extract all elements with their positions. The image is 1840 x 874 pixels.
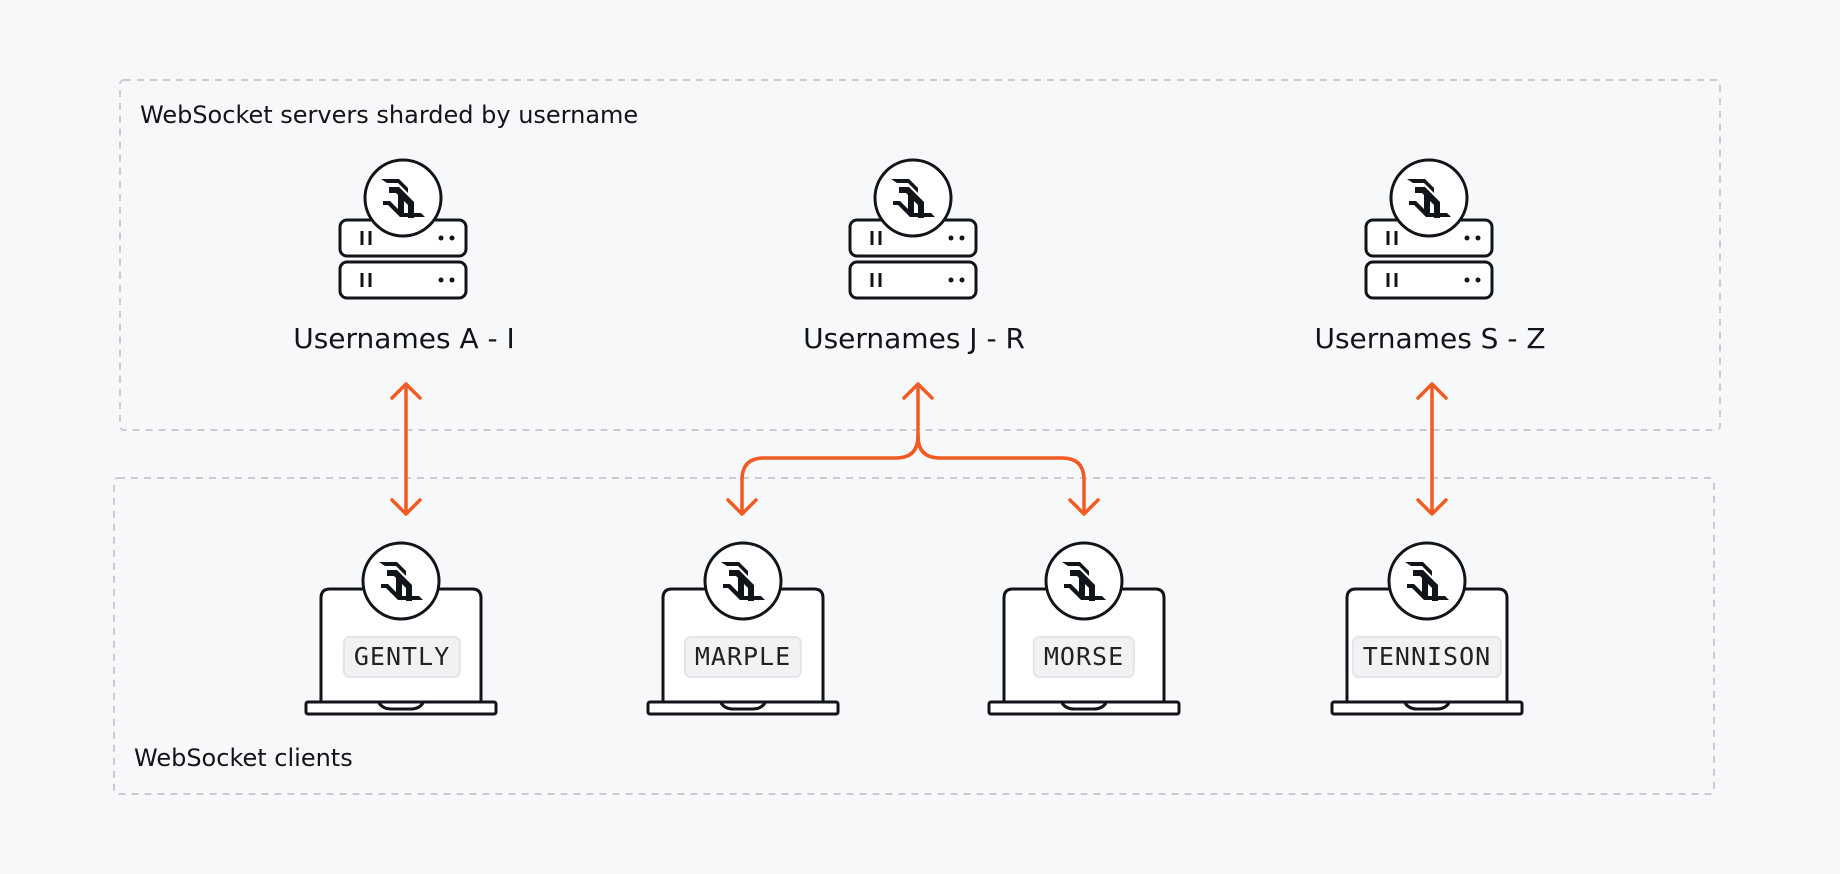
server-label-j-r: Usernames J - R (803, 322, 1025, 355)
websocket-logo-icon-server-a-i (363, 158, 443, 238)
server-label-a-i: Usernames A - I (293, 322, 515, 355)
server-rack-icon-s-z (1364, 158, 1494, 300)
arrow-tennison-s-z (1416, 382, 1448, 516)
client-name-morse: MORSE (1032, 636, 1136, 678)
server-rack-icon-j-r (848, 158, 978, 300)
clients-group-box (113, 477, 1715, 795)
client-name-marple: MARPLE (683, 636, 803, 678)
server-label-s-z: Usernames S - Z (1314, 322, 1546, 355)
server-rack-icon-a-i (338, 158, 468, 300)
websocket-logo-icon-client-gently (361, 541, 441, 621)
websocket-logo-icon-server-j-r (873, 158, 953, 238)
laptop-icon-gently (304, 541, 498, 716)
servers-group-title: WebSocket servers sharded by username (140, 101, 639, 129)
laptop-icon-marple (646, 541, 840, 716)
websocket-logo-icon-server-s-z (1389, 158, 1469, 238)
client-name-tennison: TENNISON (1351, 636, 1503, 678)
clients-group-title: WebSocket clients (134, 744, 353, 772)
arrow-gently-a-i (390, 382, 422, 516)
client-name-gently: GENTLY (342, 636, 462, 678)
websocket-logo-icon-client-marple (703, 541, 783, 621)
laptop-icon-morse (987, 541, 1181, 716)
servers-group-box (119, 79, 1721, 431)
websocket-logo-icon-client-tennison (1387, 541, 1467, 621)
websocket-logo-icon-client-morse (1044, 541, 1124, 621)
arrow-j-r-fork (726, 382, 1100, 516)
laptop-icon-tennison (1330, 541, 1524, 716)
